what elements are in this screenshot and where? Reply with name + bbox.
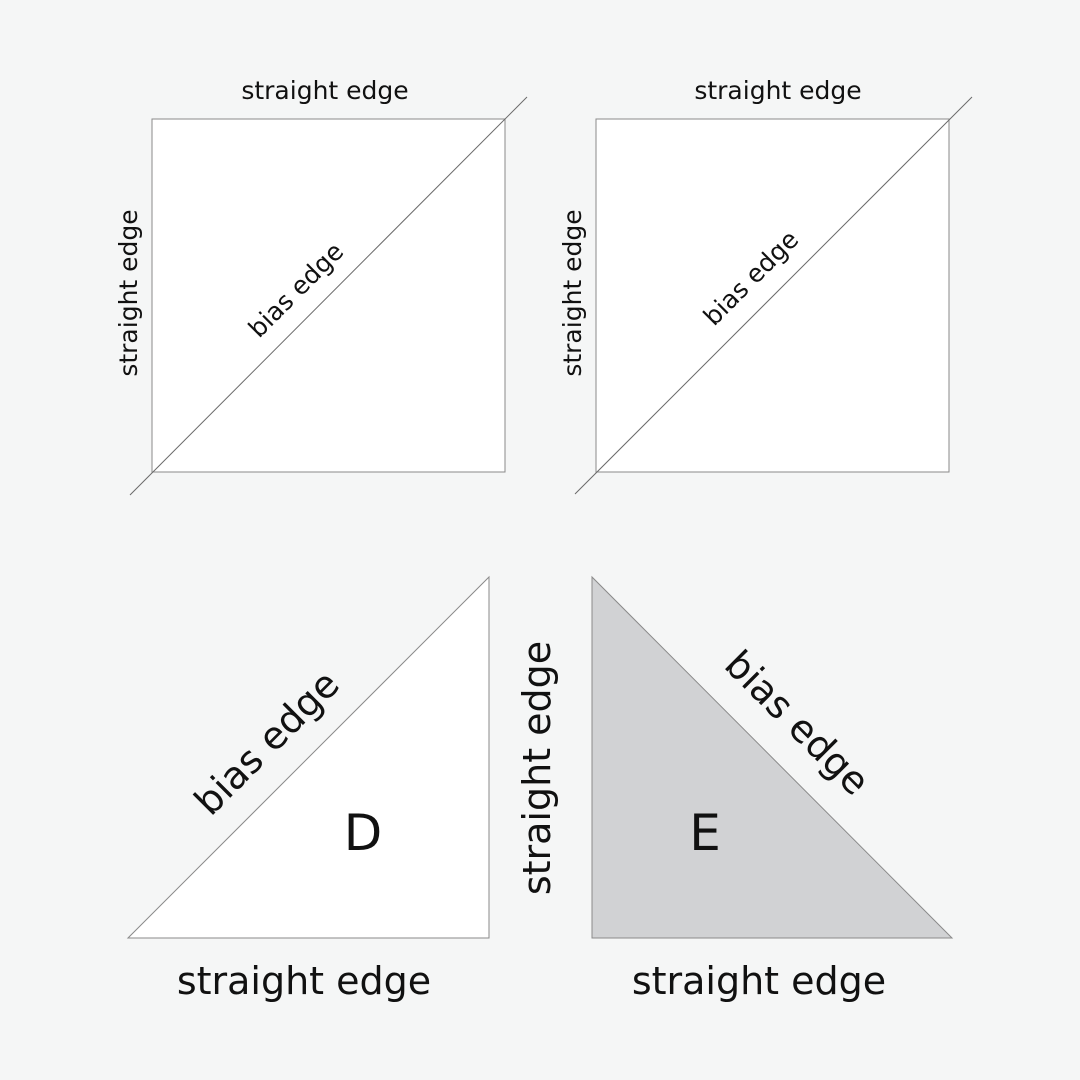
- triangle-e-letter: E: [689, 804, 721, 862]
- triangle-d-shape: [126, 575, 490, 939]
- square-left-diagonal: [129, 96, 528, 496]
- square-left: straight edge straight edge bias edge: [114, 76, 528, 496]
- triangle-d-letter: D: [344, 804, 383, 862]
- square-right-side-label: straight edge: [558, 209, 587, 376]
- square-left-side-label: straight edge: [114, 209, 143, 376]
- square-right: straight edge straight edge bias edge: [558, 76, 973, 495]
- triangle-e-bottom-label: straight edge: [632, 959, 886, 1003]
- middle-straight-edge-label: straight edge: [515, 641, 559, 895]
- square-right-shape: [595, 118, 950, 473]
- triangle-e-shape: [591, 575, 954, 939]
- square-left-top-label: straight edge: [241, 76, 408, 105]
- square-right-top-label: straight edge: [694, 76, 861, 105]
- square-right-diagonal: [574, 96, 973, 495]
- triangle-d-bottom-label: straight edge: [177, 959, 431, 1003]
